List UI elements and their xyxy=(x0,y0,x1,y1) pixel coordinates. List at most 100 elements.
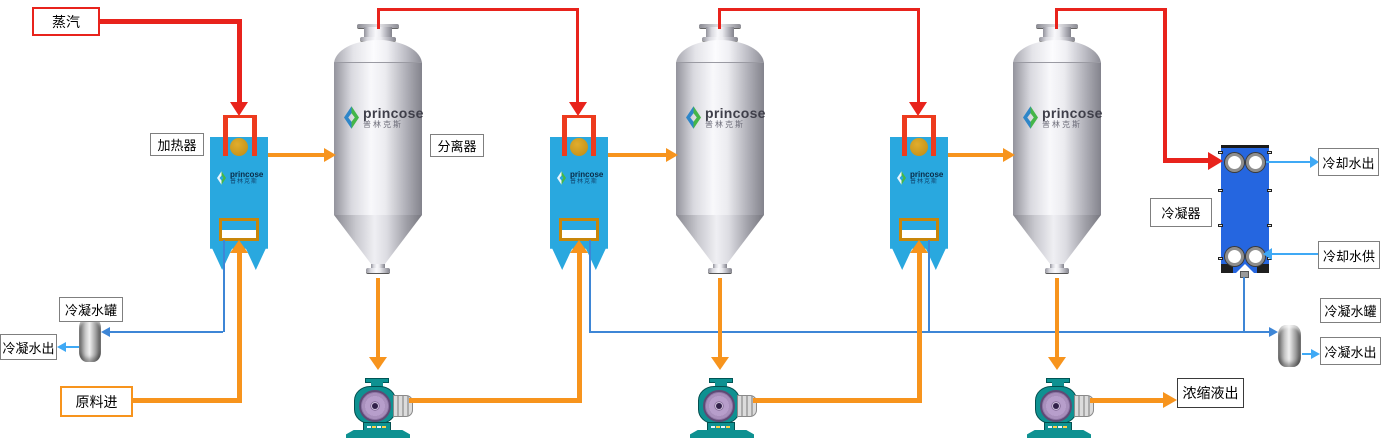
brand-name: princose xyxy=(910,170,944,179)
vapor-drop-h2 xyxy=(576,8,579,104)
steam-line-1v xyxy=(237,19,242,103)
vapor-arrow-s2 xyxy=(666,148,678,162)
separator-shell xyxy=(1013,62,1101,215)
liquid-arrow-p3 xyxy=(1048,357,1066,370)
condenser-port-top-left xyxy=(1225,153,1244,172)
steam-stub-heater3-r xyxy=(931,115,936,156)
heater-label: 加热器 xyxy=(150,133,204,156)
separator-label: 分离器 xyxy=(430,134,484,157)
cooling-water-supply-label: 冷却水供 xyxy=(1318,241,1380,269)
separator-nozzle xyxy=(706,27,734,38)
brand-name: princose xyxy=(230,170,264,179)
pump-motor xyxy=(393,395,413,417)
separator-nozzle xyxy=(364,27,392,38)
pump-motor xyxy=(1074,395,1094,417)
condensate-tank-left-text: 冷凝水罐 xyxy=(64,303,117,318)
concentrate-arrow xyxy=(1163,392,1177,408)
vapor-drop-h3 xyxy=(917,8,920,104)
feed-line-v xyxy=(237,252,242,403)
condensate-arrow-left-tank xyxy=(101,327,110,337)
pump-brand-strip xyxy=(367,424,389,429)
liquid-line-s1-p1 xyxy=(376,278,380,357)
cooling-water-supply-text: 冷却水供 xyxy=(1322,248,1375,264)
condensate-tank-right-label: 冷凝水罐 xyxy=(1320,298,1381,323)
heater-liquid-box xyxy=(899,218,939,241)
separator-outlet-flange xyxy=(1045,268,1069,273)
separator-nozzle-flange xyxy=(360,37,396,41)
condenser-foot-notch xyxy=(1236,264,1254,273)
vapor-line-h3-s3 xyxy=(948,153,1003,157)
brand-name-cn: 普林克斯 xyxy=(1042,120,1082,129)
concentrate-line xyxy=(1090,398,1163,403)
cooling-water-out-arrow xyxy=(1310,156,1319,168)
cooling-water-out-label: 冷却水出 xyxy=(1318,148,1379,176)
separator-shell xyxy=(334,62,422,215)
brand-name: princose xyxy=(363,105,424,121)
condensate-tank-right xyxy=(1278,325,1301,367)
separator-label-text: 分离器 xyxy=(437,139,477,154)
vapor-line-into-cond xyxy=(1163,158,1209,163)
condensate-out-right-text: 冷凝水出 xyxy=(1324,344,1377,360)
steam-line-1h xyxy=(100,19,240,24)
condenser-bolt xyxy=(1267,224,1272,227)
vapor-riser-s1 xyxy=(377,8,380,29)
feed-in-text: 原料进 xyxy=(75,393,118,410)
liquid-arrow-p1 xyxy=(369,357,387,370)
princose-icon xyxy=(1023,106,1038,129)
separator-nozzle-flange xyxy=(702,37,738,41)
separator-outlet xyxy=(713,264,727,269)
steam-stub-heater1-r xyxy=(252,115,257,156)
brand-name-cn: 普林克斯 xyxy=(570,179,599,185)
pump-1 xyxy=(343,378,413,438)
pump-baseplate xyxy=(346,430,410,438)
vapor-riser-s2 xyxy=(718,8,721,29)
steam-label: 蒸汽 xyxy=(32,7,100,36)
condensate-tank-left xyxy=(79,318,101,362)
feed-arrow-heater2 xyxy=(570,240,588,253)
cooling-water-supply-arrow xyxy=(1263,248,1272,260)
condensate-out-right-label: 冷凝水出 xyxy=(1320,337,1381,365)
heater-sight-glass xyxy=(910,138,928,156)
condenser-foot-left xyxy=(1221,264,1233,273)
condensate-line-to-left-tank xyxy=(109,331,223,333)
separator-outlet xyxy=(371,264,385,269)
condenser-unit xyxy=(1218,145,1272,278)
condensate-out-left-text: 冷凝水出 xyxy=(2,340,55,356)
pump-baseplate xyxy=(690,430,754,438)
princose-icon xyxy=(344,106,359,129)
vapor-drop-cond xyxy=(1163,8,1167,158)
steam-loop-heater3 xyxy=(902,115,936,118)
separator-dome xyxy=(1013,40,1101,64)
steam-arrow-condenser xyxy=(1208,152,1223,170)
feed-arrow-heater3 xyxy=(910,240,928,253)
vapor-line-h1-s1 xyxy=(268,153,324,157)
condensate-outlet-line-right xyxy=(1302,353,1312,355)
pump-brand-strip xyxy=(1048,424,1070,429)
vapor-riser-s3 xyxy=(1055,8,1058,29)
vapor-arrow-s1 xyxy=(324,148,336,162)
heater-liquid-box xyxy=(219,218,259,241)
pump-shaft xyxy=(372,403,378,409)
concentrate-out-text: 浓缩液出 xyxy=(1182,385,1239,401)
condensate-tank-left-label: 冷凝水罐 xyxy=(59,297,123,322)
condenser-bolt xyxy=(1267,189,1272,192)
steam-arrow-heater3 xyxy=(909,102,927,116)
brand-name-cn: 普林克斯 xyxy=(230,179,259,185)
condensate-line-heater1 xyxy=(223,240,225,332)
condensate-header-line xyxy=(589,331,1270,333)
discharge-line-p2-v xyxy=(917,252,922,403)
condensate-tank-right-text: 冷凝水罐 xyxy=(1324,304,1377,319)
separator-shell xyxy=(676,62,764,215)
discharge-line-p1-h xyxy=(409,398,582,403)
brand-name-cn: 普林克斯 xyxy=(910,179,939,185)
separator-outlet xyxy=(1050,264,1064,269)
